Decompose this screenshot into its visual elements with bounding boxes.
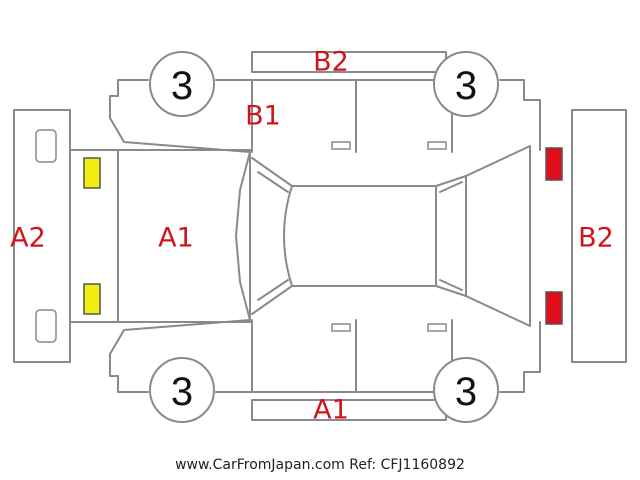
car-top-view: [69, 145, 531, 327]
front-lamp-marker-top: [83, 157, 101, 189]
wheel-bottom-right-label: 3: [455, 370, 477, 414]
wheel-bottom-right: 3: [433, 357, 499, 423]
front-bumper: [13, 109, 71, 363]
zone-label-hood: A1: [158, 223, 194, 254]
rear-bumper: [571, 109, 627, 363]
wheel-top-left-label: 3: [171, 64, 193, 108]
zone-label-rocker-bottom: A1: [313, 395, 349, 426]
zone-label-rear-bumper: B2: [578, 223, 614, 254]
wheel-top-right-label: 3: [455, 64, 477, 108]
zone-label-door-top: B1: [245, 101, 281, 132]
front-lamp-marker-bottom: [83, 283, 101, 315]
lower-side-profile: [109, 319, 541, 421]
wheel-top-right: 3: [433, 51, 499, 117]
footer-reference: www.CarFromJapan.com Ref: CFJ1160892: [175, 457, 465, 473]
zone-label-front-bumper: A2: [10, 223, 46, 254]
wheel-bottom-left: 3: [149, 357, 215, 423]
wheel-top-left: 3: [149, 51, 215, 117]
rear-lamp-marker-top: [545, 147, 563, 181]
zone-label-roof-side-top: B2: [313, 47, 349, 78]
wheel-bottom-left-label: 3: [171, 370, 193, 414]
rear-lamp-marker-bottom: [545, 291, 563, 325]
